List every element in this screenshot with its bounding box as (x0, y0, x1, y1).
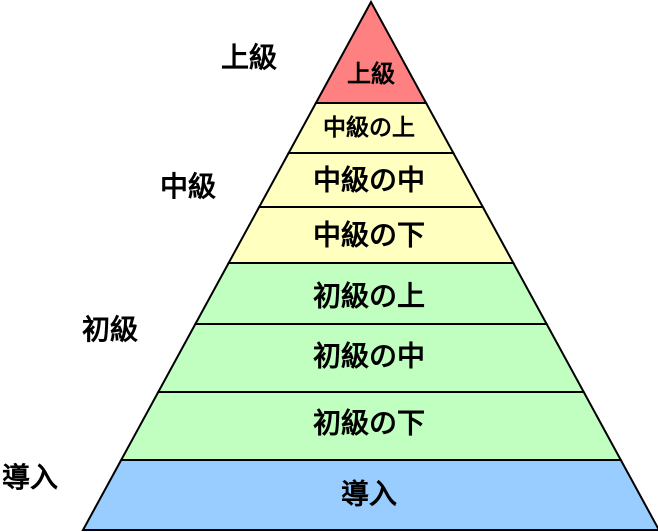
pyramid-label-advanced: 上級 (347, 60, 395, 88)
group-label-beginner: 初級 (82, 313, 139, 346)
group-label-intermediate: 中級 (160, 170, 217, 203)
pyramid-label-intermediate-upper: 中級の上 (323, 114, 415, 141)
pyramid-label-intermediate-middle: 中級の中 (313, 164, 425, 197)
pyramid-label-introduction: 導入 (341, 478, 397, 511)
pyramid-label-beginner-upper: 初級の上 (313, 280, 425, 313)
group-label-advanced: 上級 (221, 41, 278, 74)
group-label-introduction: 導入 (2, 461, 59, 494)
pyramid-label-beginner-middle: 初級の中 (313, 340, 425, 373)
pyramid-band-introduction (81, 459, 658, 531)
pyramid-label-beginner-lower: 初級の下 (313, 407, 425, 440)
pyramid-label-intermediate-lower: 中級の下 (313, 219, 425, 252)
